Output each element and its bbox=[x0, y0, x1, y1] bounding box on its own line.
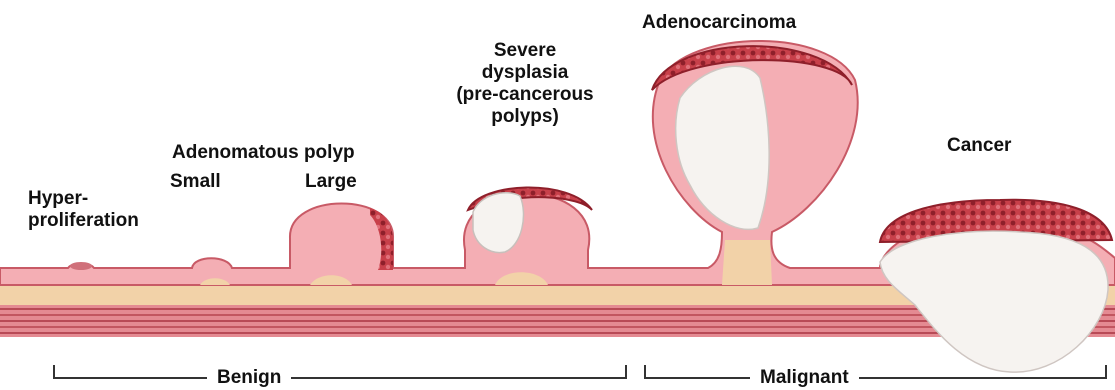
label-small: Small bbox=[170, 171, 221, 193]
label-cancer: Cancer bbox=[947, 135, 1011, 157]
hyperproliferation-text: Hyper- proliferation bbox=[28, 188, 139, 232]
dysplasia-white-area bbox=[473, 193, 524, 253]
benign-bracket bbox=[54, 365, 626, 378]
label-severe-dysplasia: Severe dysplasia (pre-cancerous polyps) bbox=[430, 40, 620, 128]
adenocarcinoma-stalk-core bbox=[722, 240, 772, 285]
label-large: Large bbox=[305, 171, 357, 193]
label-hyperproliferation: Hyper- proliferation bbox=[28, 188, 139, 232]
label-benign: Benign bbox=[207, 367, 291, 389]
hyperproliferation-bump bbox=[70, 262, 92, 270]
cancer-white-tumor bbox=[880, 231, 1108, 372]
label-malignant: Malignant bbox=[750, 367, 859, 389]
label-adenomatous-polyp: Adenomatous polyp bbox=[172, 142, 355, 164]
severe-dysplasia-text: Severe dysplasia (pre-cancerous polyps) bbox=[430, 40, 620, 128]
label-adenocarcinoma: Adenocarcinoma bbox=[642, 12, 796, 34]
